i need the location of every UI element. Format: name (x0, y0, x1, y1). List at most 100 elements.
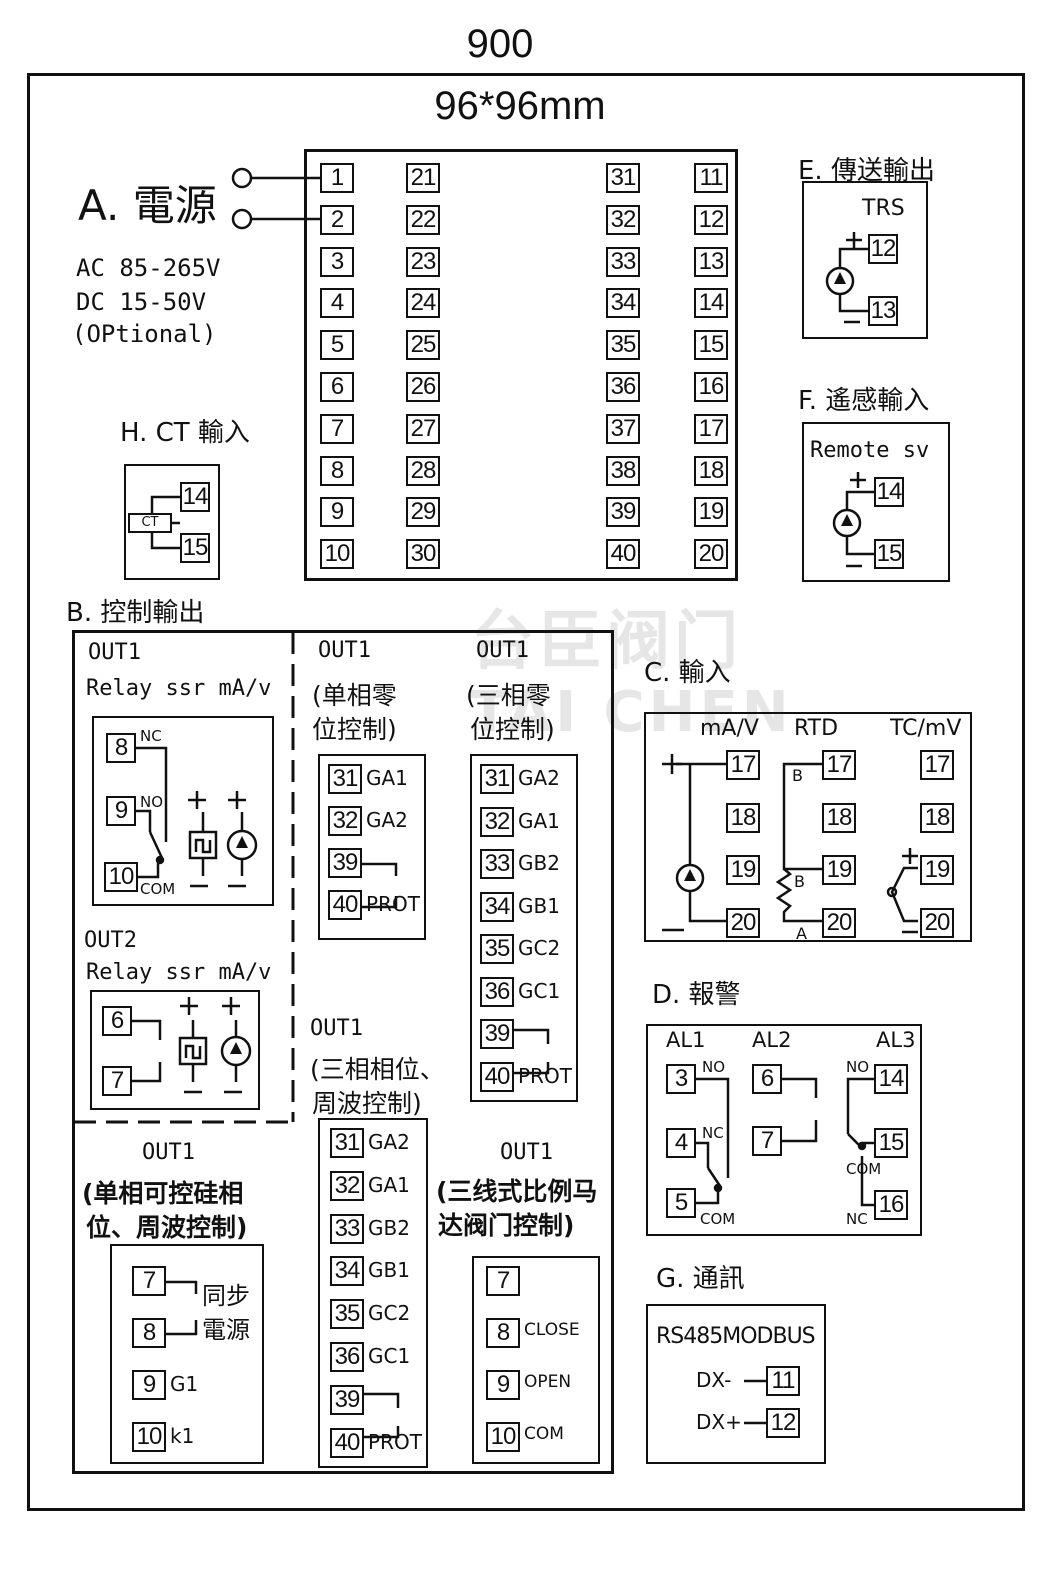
input-header-rtd: RTD (794, 716, 839, 741)
three-zero-terminal-35: 35 (480, 934, 514, 964)
out1-three-phase-box (318, 1118, 428, 1468)
out2-terminal-7: 7 (102, 1066, 132, 1096)
control-output-frame (72, 630, 614, 1474)
three-phase-terminal-40: 40 (330, 1427, 364, 1458)
input-col2-terminal-20: 20 (822, 907, 856, 938)
rtd-b-label-2: B (794, 872, 805, 891)
remote-sv-label: Remote sv (810, 438, 930, 463)
input-col1-terminal-18: 18 (726, 802, 760, 833)
model-number: 900 (466, 22, 534, 66)
main-terminal-30: 30 (406, 539, 440, 570)
comm-protocol: RS485MODBUS (656, 1324, 816, 1349)
single-zero-terminal-32: 32 (328, 806, 362, 836)
main-terminal-35: 35 (606, 330, 640, 361)
ct-terminal-15: 15 (180, 533, 210, 563)
three-phase-label-ga2: GA2 (368, 1130, 410, 1154)
main-terminal-23: 23 (406, 246, 440, 277)
three-phase-label-gb2: GB2 (368, 1215, 410, 1240)
al3-com-label: COM (846, 1160, 882, 1178)
device-size: 96*96mm (434, 84, 606, 128)
out1-three-phase-desc2: 周波控制) (312, 1089, 422, 1118)
out1-relay-label: OUT1 (88, 640, 141, 665)
three-phase-terminal-33: 33 (330, 1213, 364, 1244)
three-phase-terminal-39: 39 (330, 1384, 364, 1415)
main-terminal-17: 17 (694, 413, 728, 444)
three-zero-terminal-34: 34 (480, 891, 514, 922)
valve-terminal-7: 7 (486, 1266, 520, 1296)
out1-nc-label: NC (140, 727, 162, 745)
out1-valve-label: OUT1 (500, 1140, 553, 1165)
single-zero-terminal-40: 40 (328, 890, 362, 920)
out1-three-zero-box (470, 754, 578, 1102)
rtd-a-label: A (796, 924, 807, 943)
out1-terminal-10: 10 (104, 862, 138, 892)
main-terminal-25: 25 (406, 330, 440, 361)
transmit-output-box (802, 181, 928, 339)
main-terminal-4: 4 (320, 288, 354, 319)
alarm-title: D. 報警 (652, 980, 741, 1010)
out1-single-zero-desc2: 位控制) (312, 715, 397, 744)
ct-input-title: H. CT 輸入 (120, 418, 250, 448)
main-terminal-36: 36 (606, 372, 640, 402)
main-terminal-14: 14 (694, 288, 728, 319)
main-terminal-9: 9 (320, 497, 354, 528)
power-dc: DC 15-50V (76, 288, 207, 316)
scr-label-g1: G1 (170, 1372, 199, 1396)
single-zero-terminal-31: 31 (328, 764, 362, 794)
three-phase-label-prot: PROT (368, 1429, 422, 1454)
out1-three-phase-desc1: (三相相位、 (310, 1055, 445, 1084)
out2-relay-desc: Relay ssr mA/v (86, 960, 272, 985)
main-terminal-12: 12 (694, 204, 728, 235)
input-col2-terminal-17: 17 (822, 750, 856, 780)
input-col1-terminal-19: 19 (726, 855, 760, 885)
three-zero-label-ga1: GA1 (518, 808, 560, 833)
input-col1-terminal-20: 20 (726, 907, 760, 938)
valve-terminal-10: 10 (486, 1422, 520, 1452)
main-terminal-37: 37 (606, 413, 640, 444)
main-terminal-8: 8 (320, 455, 354, 486)
out1-relay-box (92, 716, 274, 906)
power-ac: AC 85-265V (76, 254, 221, 282)
input-col2-terminal-19: 19 (822, 855, 856, 885)
comm-box (646, 1304, 826, 1464)
main-terminal-24: 24 (406, 288, 440, 319)
main-terminal-33: 33 (606, 246, 640, 277)
three-phase-terminal-32: 32 (330, 1170, 364, 1201)
remote-terminal-15: 15 (874, 539, 904, 569)
main-terminal-28: 28 (406, 455, 440, 486)
diagram-frame (27, 73, 1025, 1511)
input-box (644, 712, 972, 942)
scr-sync-label-2: 電源 (202, 1316, 250, 1344)
out1-three-zero-desc2: 位控制) (470, 715, 555, 744)
single-zero-label-ga1: GA1 (366, 766, 408, 790)
power-title: A. 電源 (78, 181, 217, 230)
main-terminal-29: 29 (406, 497, 440, 528)
al1-terminal-3: 3 (666, 1064, 696, 1094)
al3-terminal-14: 14 (874, 1064, 908, 1094)
input-col3-terminal-20: 20 (920, 907, 954, 938)
remote-input-title: F. 遙感輸入 (798, 386, 930, 416)
al1-terminal-4: 4 (666, 1128, 696, 1158)
main-terminal-1: 1 (320, 163, 354, 193)
main-terminal-3: 3 (320, 246, 354, 277)
al3-no-label: NO (846, 1058, 870, 1076)
main-terminal-block (304, 149, 738, 581)
al3-nc-label: NC (846, 1210, 868, 1228)
three-phase-terminal-35: 35 (330, 1299, 364, 1330)
input-col3-terminal-18: 18 (920, 802, 954, 833)
three-zero-label-gb1: GB1 (518, 893, 560, 918)
out1-com-label: COM (140, 880, 176, 898)
out1-valve-box (472, 1256, 600, 1464)
three-phase-label-gc1: GC1 (368, 1344, 411, 1368)
three-phase-terminal-34: 34 (330, 1256, 364, 1287)
al1-terminal-5: 5 (666, 1188, 696, 1218)
main-terminal-27: 27 (406, 413, 440, 444)
out1-single-zero-box (318, 754, 426, 940)
three-phase-label-gb1: GB1 (368, 1258, 410, 1283)
ct-terminal-14: 14 (180, 482, 210, 512)
main-terminal-21: 21 (406, 163, 440, 193)
valve-terminal-9: 9 (486, 1370, 520, 1400)
main-terminal-40: 40 (606, 539, 640, 570)
main-terminal-18: 18 (694, 455, 728, 486)
al3-terminal-15: 15 (874, 1128, 908, 1158)
